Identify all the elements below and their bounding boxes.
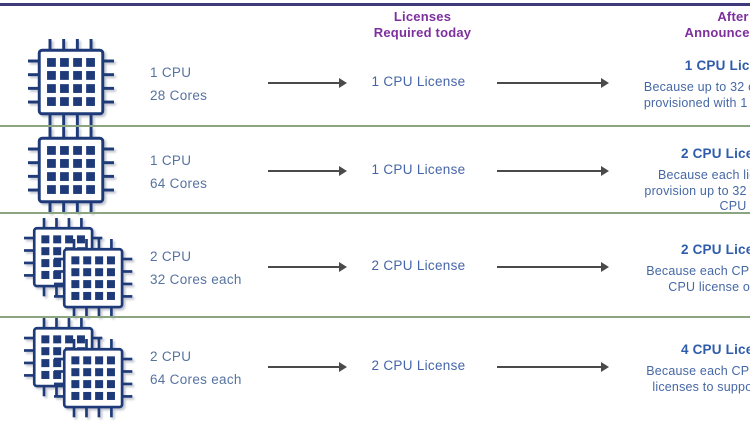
core-count-label: 28 Cores [150,88,208,103]
cpu-count-label: 1 CPU [150,153,192,168]
after-license-title: 2 CPU Licenses [680,242,750,257]
today-license-label: 2 CPU License [371,258,466,273]
column-header-licenses-today: Licenses Required today [340,9,505,41]
arrow-right-icon [268,166,347,176]
after-reason-line: CPU license of its own [668,279,750,294]
license-row-2: 1 CPU 64 Cores 1 CPU License 2 CPU Licen… [0,121,750,221]
cpu-chip-icon [26,125,116,215]
today-license-label: 2 CPU License [371,358,466,373]
today-license-label: 1 CPU License [371,74,466,89]
after-reason-line: CPU [719,199,747,213]
license-row-4: 2 CPU 64 Cores each 2 CPU License 4 CPU … [0,316,750,419]
after-reason-line: Because each license can [657,168,750,182]
row-divider [0,212,750,214]
cpu-description: 2 CPU 32 Cores each [150,245,290,291]
header-line: Licenses [393,9,452,24]
header-line: Announcement [684,25,750,40]
arrow-right-icon [497,362,609,372]
after-announcement-cell: 2 CPU Licenses Because each license can … [595,146,750,215]
arrow-right-icon [268,262,347,272]
after-reason-line: Because up to 32 cores can be [643,80,750,94]
after-reason-line: provision up to 32 cores on the [644,183,750,198]
after-announcement-cell: 2 CPU Licenses Because each CPU requires… [595,242,750,295]
arrow-right-icon [497,262,609,272]
dual-cpu-chip-icon [22,316,134,419]
cpu-description: 1 CPU 28 Cores [150,61,290,107]
after-license-title: 1 CPU License [684,58,750,73]
cpu-description: 2 CPU 64 Cores each [150,345,290,391]
after-reason-line: Because each CPU requires 2 [646,364,750,378]
after-license-title: 4 CPU Licenses [680,342,750,357]
arrow-right-icon [268,78,347,88]
after-reason-line: provisioned with 1 CPU license [643,95,750,110]
after-license-title: 2 CPU Licenses [680,146,750,161]
cpu-description: 1 CPU 64 Cores [150,149,290,195]
arrow-right-icon [268,362,347,372]
license-row-3: 2 CPU 32 Cores each 2 CPU License 2 CPU … [0,216,750,319]
row-divider [0,125,750,127]
after-reason-line: Because each CPU requires a [646,264,750,278]
dual-cpu-chip-icon [22,216,134,319]
core-count-label: 64 Cores each [150,372,242,387]
after-announcement-cell: 1 CPU License Because up to 32 cores can… [595,58,750,111]
cpu-count-label: 1 CPU [150,65,192,80]
after-reason-line: licenses to support 64 cores [652,379,750,394]
header-line: Required today [373,25,472,40]
today-license-label: 1 CPU License [371,162,466,177]
after-announcement-cell: 4 CPU Licenses Because each CPU requires… [595,342,750,395]
license-row-1: 1 CPU 28 Cores 1 CPU License 1 CPU Licen… [0,33,750,133]
row-divider [0,316,750,318]
arrow-right-icon [497,78,609,88]
core-count-label: 64 Cores [150,176,208,191]
column-header-after-announcement: After Announcement [595,9,750,41]
core-count-label: 32 Cores each [150,272,242,287]
top-divider [0,3,750,6]
arrow-right-icon [497,166,609,176]
cpu-count-label: 2 CPU [150,349,192,364]
header-line: After [717,9,749,24]
cpu-chip-icon [26,37,116,127]
cpu-count-label: 2 CPU [150,249,192,264]
